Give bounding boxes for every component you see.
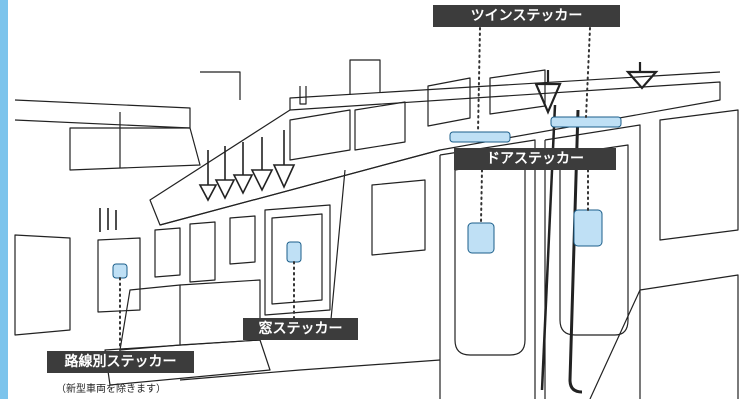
right-door-left-frame [439,139,536,399]
strap-group-left [99,208,117,232]
middle-door [264,204,331,316]
ad-frame-1 [289,109,351,161]
hand-straps [99,62,659,232]
ceiling-hook [299,86,307,105]
leader-lines [119,27,591,351]
strap-3 [232,142,254,195]
window-sticker-label: 窓ステッカー [243,318,358,340]
left-window [14,234,71,336]
car-structure [14,59,739,399]
twin-leader-right [585,27,591,118]
ad-frame-3 [427,77,471,127]
wall-panel-2 [189,221,216,283]
strap-1 [198,150,218,202]
ad-frame-4 [489,69,546,115]
strap-6 [534,70,562,115]
pole-right [568,109,583,394]
ceiling-fixture [200,71,241,100]
ceiling-box-left [69,127,201,171]
strap-5 [272,130,296,189]
door-sticker-right [573,209,603,247]
rack-edge [159,149,441,226]
right-seat [589,274,739,399]
ceiling-line [289,71,721,110]
twin-leader-left [477,27,481,133]
left-door [97,237,141,313]
pole-middle [329,169,346,331]
window-middle [371,179,426,256]
stickers [112,116,622,279]
strap-7 [625,62,659,90]
strap-2 [214,146,236,200]
door-sticker-left [467,222,495,254]
ceiling-rack [149,81,721,226]
twin-sticker-right [550,116,622,128]
seat-cushion [104,339,271,386]
route-sticker-note: （新型車両を除きます） [56,384,166,395]
seat-back-1 [119,284,181,351]
route-sticker [112,263,128,279]
right-door-left-window [454,157,526,356]
right-window [659,109,739,241]
ceiling-vent [349,59,381,95]
ceiling-panel-left [14,99,191,129]
route-sticker-label: 路線別ステッカー [47,351,194,373]
wall-panel-1 [154,227,181,278]
twin-sticker-label: ツインステッカー [433,5,620,27]
door-sticker-label: ドアステッカー [454,148,616,170]
twin-sticker-left [449,131,511,143]
floor-line [179,359,441,381]
door-leader-left [480,169,483,223]
left-accent-bar [0,0,8,399]
right-door-right-window [559,144,629,336]
wall-window-small [229,215,256,265]
middle-door-inner [271,213,323,305]
ad-frame-2 [354,101,406,151]
window-sticker [286,241,302,263]
strap-4 [250,137,274,192]
